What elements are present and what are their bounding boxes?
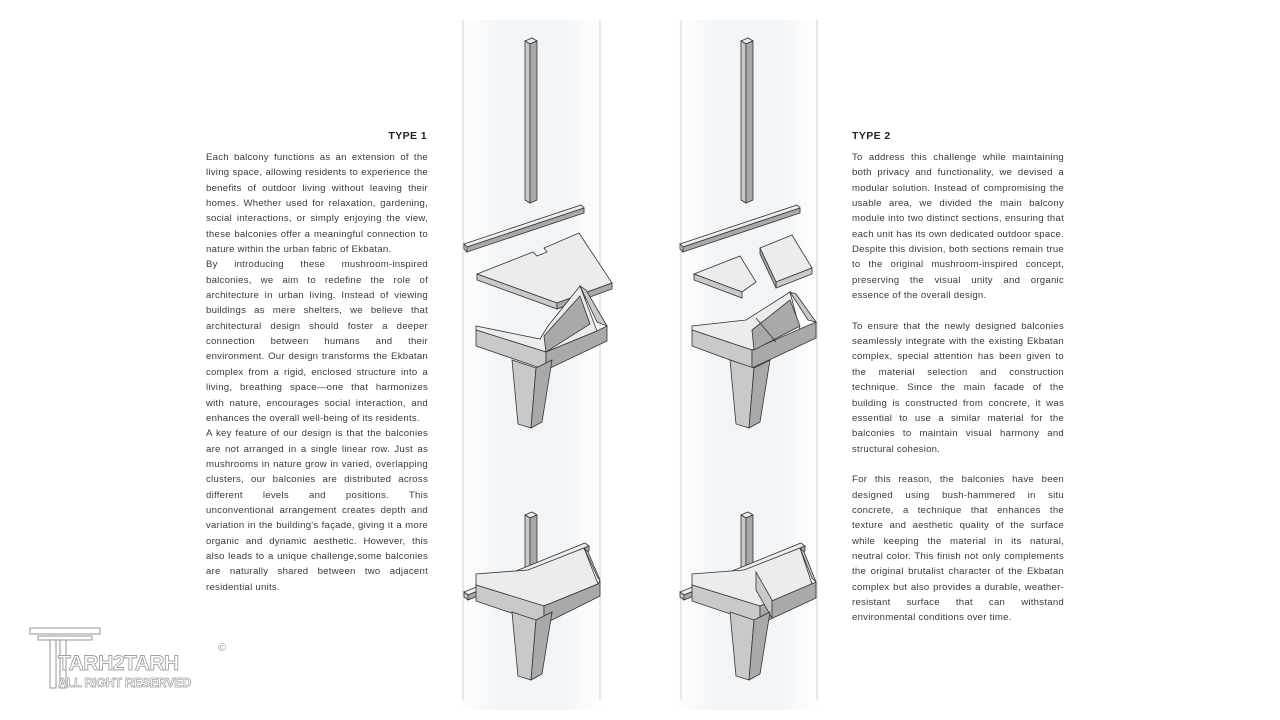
type1-paragraph: A key feature of our design is that the … (206, 428, 428, 593)
type1-paragraph: Each balcony functions as an extension o… (206, 152, 428, 256)
logo-wordmark: TARH2TARH (58, 652, 180, 676)
type2-exploded-assembly (679, 37, 817, 429)
type1-paragraph: By introducing these mushroom-inspired b… (206, 259, 428, 424)
type2-paragraph: To address this challenge while maintain… (852, 152, 1064, 302)
type2-horizontal-beam (679, 204, 801, 253)
type1-vertical-column (524, 37, 538, 204)
type2-tapered-column (729, 359, 771, 429)
type2-paragraph: To ensure that the newly designed balcon… (852, 320, 1064, 455)
type1-description: Each balcony functions as an extension o… (206, 150, 428, 595)
type2-paragraph: For this reason, the balconies have been… (852, 474, 1064, 624)
copyright-symbol: © (218, 642, 227, 654)
type1-assembled-tray (475, 547, 601, 625)
type1-assembled-balcony (463, 511, 601, 681)
type2-vertical-column (740, 37, 754, 204)
type2-assembled-column-top (740, 511, 754, 571)
tarh2tarh-logo-mark (29, 627, 101, 689)
type2-assembled-tapered-column (729, 611, 771, 681)
type2-assembled-split-tray (691, 547, 817, 625)
type2-heading: TYPE 2 (852, 130, 891, 142)
type2-split-floor-slab (692, 234, 813, 299)
type1-horizontal-beam (463, 204, 585, 253)
logo-tagline: ALL RIGHT RESERVED (58, 676, 192, 691)
type1-heading: TYPE 1 (388, 130, 427, 142)
type2-assembled-balcony (679, 511, 817, 681)
type1-assembled-column-top (524, 511, 538, 571)
type2-description: To address this challenge while maintain… (852, 150, 1064, 626)
type1-assembled-tapered-column (511, 611, 553, 681)
type1-floor-slab (475, 232, 613, 310)
type1-exploded-assembly (463, 37, 613, 429)
type1-balcony-tray (475, 284, 608, 371)
type2-split-balcony-tray (691, 291, 817, 369)
type1-tapered-column (511, 359, 553, 429)
